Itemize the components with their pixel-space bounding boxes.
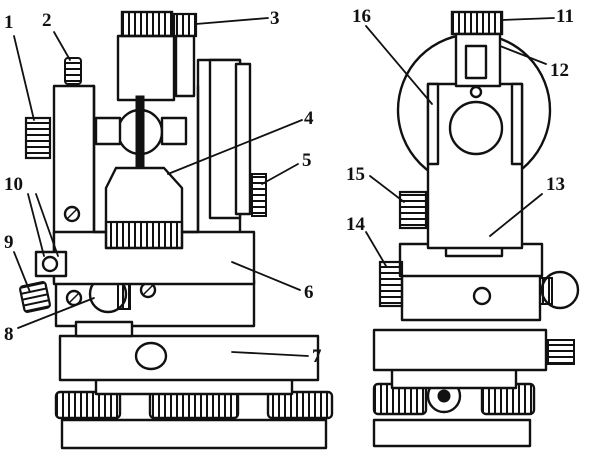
telescope-barrel <box>116 34 176 102</box>
callout-2: 2 <box>42 10 52 31</box>
side-tangent-screw <box>378 260 404 308</box>
side-standard <box>426 82 524 250</box>
callout-15: 15 <box>346 164 365 185</box>
tribrach-lock <box>134 341 168 371</box>
callout-6: 6 <box>304 282 314 303</box>
optical-micrometer-knob <box>64 57 82 85</box>
callout-12: 12 <box>550 60 569 81</box>
side-base-plate <box>372 418 532 448</box>
callout-5: 5 <box>302 150 312 171</box>
side-focusing-ring <box>450 10 504 36</box>
base-plate <box>60 418 328 450</box>
side-vertical-tangent <box>398 190 428 230</box>
callout-13: 13 <box>546 174 565 195</box>
callout-labels: 1 2 3 4 5 6 7 8 9 10 11 12 13 14 15 16 <box>4 6 574 367</box>
callout-3: 3 <box>270 8 280 29</box>
leveling-screw-center <box>148 390 240 420</box>
plate-level <box>34 250 68 278</box>
horizontal-clamp <box>19 281 51 313</box>
vertical-clamp <box>251 173 267 217</box>
side-trunnion-cap <box>448 100 504 156</box>
callout-8: 8 <box>4 324 14 345</box>
callout-11: 11 <box>556 6 574 27</box>
focusing-ring <box>120 10 174 38</box>
callout-14: 14 <box>346 214 366 235</box>
callout-1: 1 <box>4 12 14 33</box>
leveling-screw-left <box>54 390 122 420</box>
vertical-tangent-screw <box>24 116 52 160</box>
eyepiece-3 <box>172 12 198 38</box>
side-lower-housing <box>400 268 542 322</box>
callout-16: 16 <box>352 6 371 27</box>
side-tribrach <box>372 328 548 372</box>
front-view <box>19 10 334 450</box>
callout-4: 4 <box>304 108 314 129</box>
side-view <box>372 10 580 448</box>
leader-lines <box>13 17 555 357</box>
callout-10: 10 <box>4 174 23 195</box>
callout-9: 9 <box>4 232 14 253</box>
tribrach <box>58 334 320 382</box>
leveling-screw-right <box>266 390 334 420</box>
callout-7: 7 <box>312 346 322 367</box>
